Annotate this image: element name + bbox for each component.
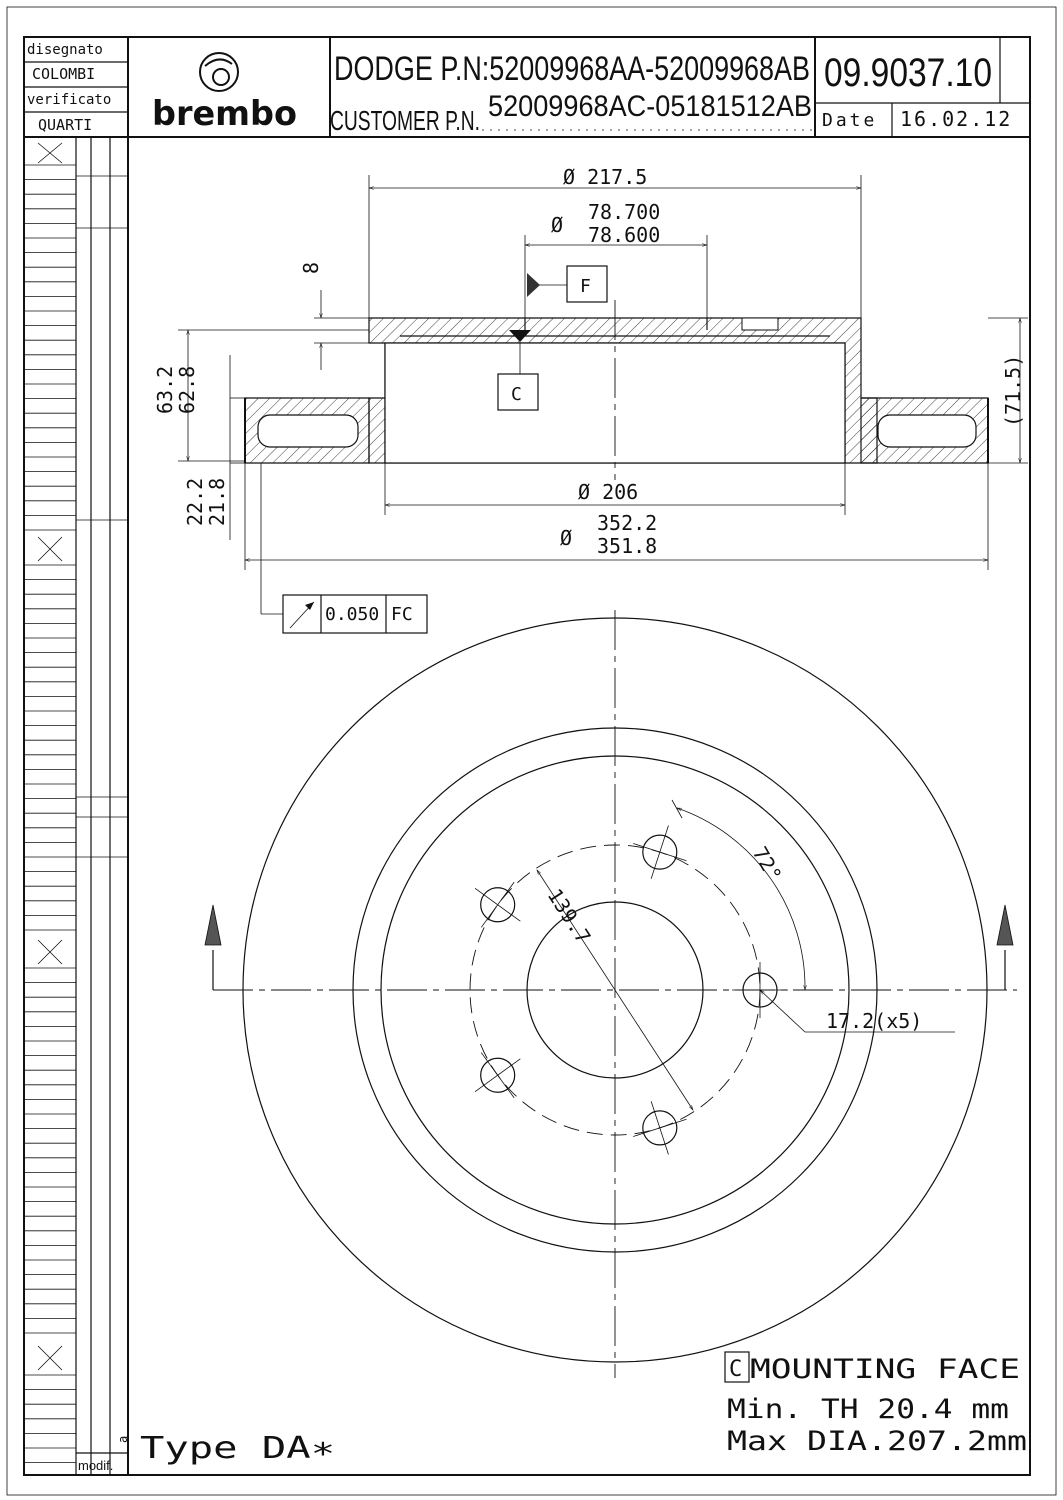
dim-hat-outer-diameter: Ø 217.5 (563, 165, 647, 189)
runout-tolerance: 0.050 (325, 604, 379, 625)
note-type: Type DA∗ (140, 1431, 335, 1466)
runout-datums: FC (391, 604, 413, 625)
outer-border (6, 6, 1057, 1496)
dim-outer-symbol: Ø (560, 526, 572, 550)
dim-hat-inner-diameter: Ø 206 (578, 480, 638, 504)
brembo-logo: brembo (152, 52, 297, 134)
revision-column: a modif. (24, 137, 130, 1475)
dim-bolt-angle: 72° (748, 842, 787, 885)
front-view: 139.7 72° 17.2(x5) (204, 610, 1017, 1378)
section-arrow-right-icon (996, 904, 1014, 946)
modif-label: modif. (78, 1458, 113, 1473)
brand-wordmark: brembo (152, 94, 297, 134)
drawn-by: COLOMBI (32, 65, 95, 83)
dim-pilot-max: 78.700 (588, 200, 660, 224)
runout-frame (282, 594, 428, 634)
dim-bolt-holes: 17.2(x5) (826, 1009, 922, 1033)
dim-outer-min: 351.8 (597, 534, 657, 558)
revision-index: a (116, 1436, 130, 1443)
dim-hat-top-thickness: 8 (299, 262, 323, 274)
notes: C MOUNTING FACE Min. TH 20.4 mm Max DIA.… (140, 1351, 1027, 1466)
customer-part-numbers: 52009968AC-05181512AB (488, 90, 812, 123)
datum-f-label: F (580, 276, 591, 297)
note-max-diameter: Max DIA.207.2mm (727, 1426, 1027, 1457)
section-arrow-left-icon (204, 904, 222, 946)
datum-c-label: C (511, 384, 522, 405)
note-mounting-face: MOUNTING FACE (750, 1354, 1020, 1385)
checked-by: QUARTI (38, 116, 92, 134)
drawn-label: disegnato (27, 42, 103, 58)
date-label: Date (822, 110, 877, 131)
drawing-frame (23, 36, 1031, 1476)
dim-hat-height-min: 62.8 (175, 366, 199, 414)
checked-label: verificato (27, 92, 111, 108)
dim-outer-max: 352.2 (597, 511, 657, 535)
dim-pilot-symbol: Ø (551, 213, 563, 237)
part-number: 09.9037.10 (824, 51, 992, 95)
dim-pilot-min: 78.600 (588, 223, 660, 247)
bolt-hole (633, 1101, 687, 1155)
note-min-thickness: Min. TH 20.4 mm (727, 1394, 1009, 1425)
date-value: 16.02.12 (900, 107, 1012, 131)
note-datum-c: C (729, 1357, 742, 1382)
dim-overall-height-ref: (71.5) (1001, 355, 1025, 427)
dim-hat-height-max: 63.2 (153, 366, 177, 414)
runout-arrow-icon (289, 601, 315, 629)
bolt-hole (474, 1052, 521, 1099)
dim-disc-thickness-min: 21.8 (205, 478, 229, 526)
section-view: Ø 217.5 Ø 78.700 78.600 F C 8 63.2 62.8 (153, 165, 1028, 634)
bolt-hole (474, 881, 521, 928)
title-block: disegnato COLOMBI verificato QUARTI brem… (24, 37, 1030, 1475)
dim-disc-thickness-max: 22.2 (183, 478, 207, 526)
dim-bolt-circle: 139.7 (543, 884, 596, 948)
bolt-hole (633, 825, 687, 879)
customer-part-label: CUSTOMER P.N. (330, 105, 480, 136)
oem-part-numbers: DODGE P.N:52009968AA-52009968AB (334, 50, 810, 88)
